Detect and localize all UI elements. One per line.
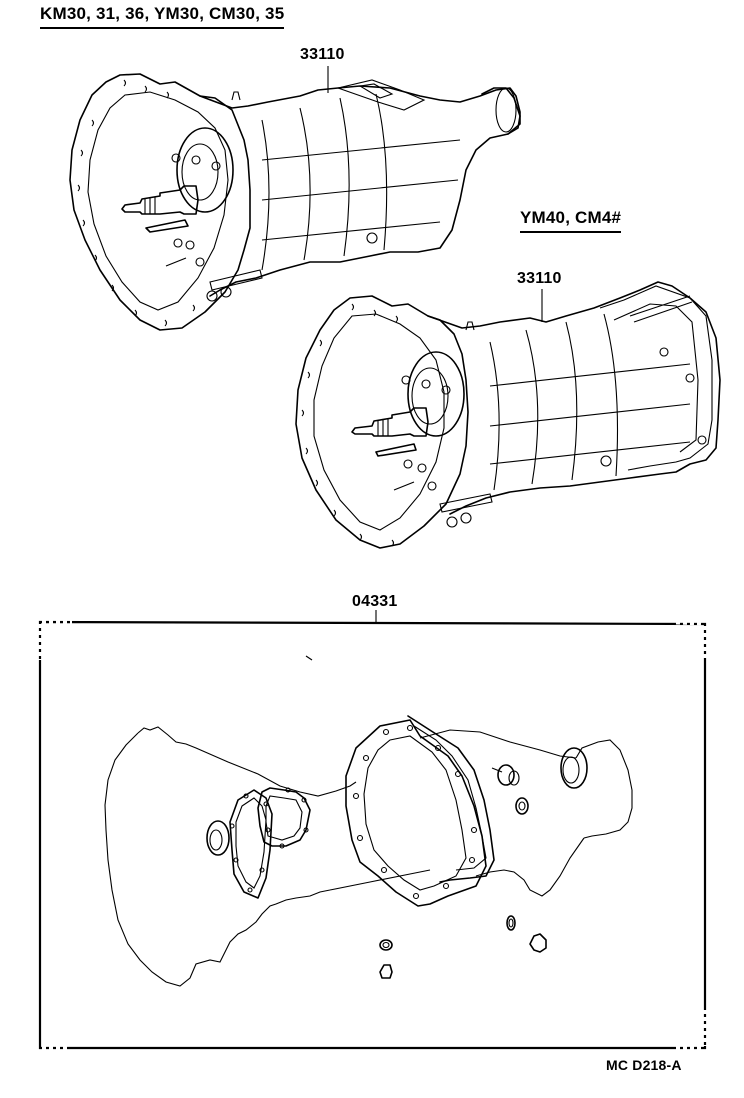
group-1-part-number: 33110 — [300, 46, 345, 63]
transmission-2-drawing — [296, 282, 720, 548]
kit-part-number: 04331 — [352, 593, 398, 610]
footer-code: MC D218-A — [606, 1057, 682, 1073]
group-2-part-number: 33110 — [517, 270, 562, 287]
transmission-1-drawing — [70, 66, 520, 330]
group-2-title: YM40, CM4# — [520, 208, 622, 233]
gasket-kit-drawing — [40, 610, 705, 1048]
group-1-title: KM30, 31, 36, YM30, CM30, 35 — [40, 4, 285, 29]
